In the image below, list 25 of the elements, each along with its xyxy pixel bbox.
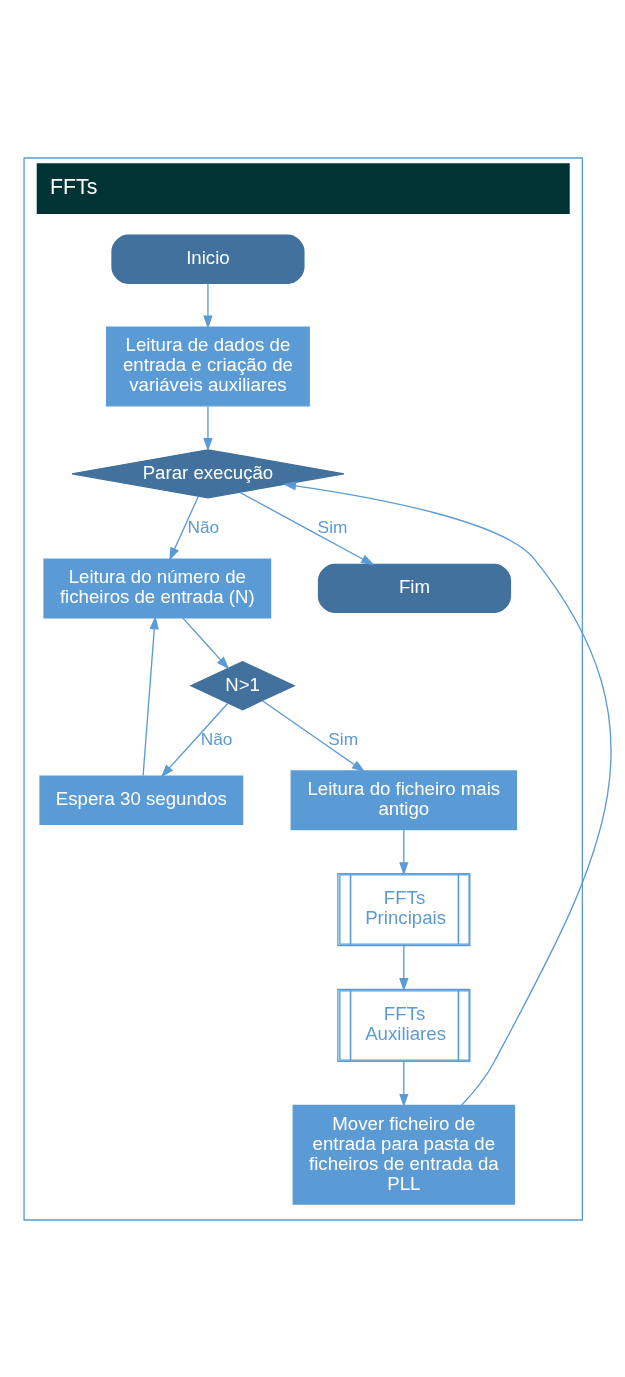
node-box: Mover ficheiro de entrada para pasta de ficheiros de entrada da PLL — [292, 1104, 516, 1205]
node-box: Leitura do ficheiro mais antigo — [290, 769, 518, 830]
node-box: Inicio — [111, 234, 305, 284]
node-diamond: N>1 — [189, 660, 296, 710]
edge-label: Sim — [328, 728, 359, 749]
edge-label: Não — [187, 516, 220, 537]
arrow — [399, 1060, 409, 1107]
arrow — [203, 405, 213, 451]
arrow — [399, 944, 409, 991]
arrow — [261, 699, 366, 772]
arrow — [399, 828, 409, 876]
node-diamond: Parar execução — [71, 448, 345, 498]
node-box: Espera 30 segundos — [39, 775, 244, 825]
edge-label: Não — [200, 728, 233, 749]
arrow — [169, 495, 200, 561]
arrow — [203, 282, 213, 329]
arrow — [160, 701, 229, 777]
edge-label: Sim — [317, 516, 348, 537]
arrow — [182, 616, 230, 670]
node-box: Leitura de dados de entrada e criação de variáveis auxiliares — [106, 326, 310, 406]
node-box: Leitura do número de ficheiros de entrada (N) — [43, 557, 272, 618]
arrow — [282, 480, 612, 1106]
arrow — [239, 491, 375, 565]
node-box: Fim — [317, 563, 512, 613]
arrow — [142, 615, 159, 776]
